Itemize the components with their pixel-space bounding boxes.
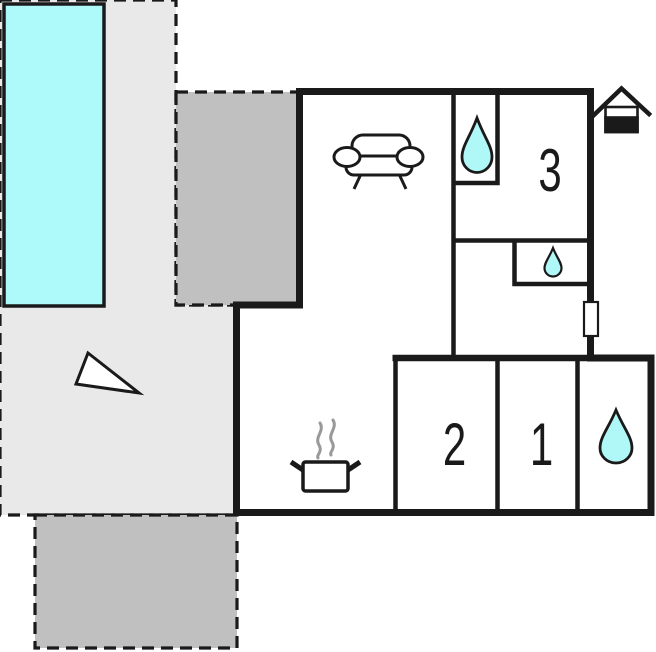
sofa-icon xyxy=(332,133,425,190)
water-drop-icon xyxy=(460,113,494,174)
north-arrow-icon xyxy=(73,350,145,396)
steam-icon xyxy=(329,418,336,457)
water-drop-icon xyxy=(543,245,563,278)
room-3-label: 3 xyxy=(538,137,561,204)
swimming-pool xyxy=(2,2,106,308)
building-outline xyxy=(233,88,655,516)
room-2-label: 2 xyxy=(443,411,466,478)
upper-terrace xyxy=(174,90,304,307)
cooking-pot-icon xyxy=(289,418,362,493)
room-1-label: 1 xyxy=(530,411,553,478)
entrance-door xyxy=(582,300,600,338)
house-icon xyxy=(590,85,653,134)
interior-walls xyxy=(393,91,591,512)
steam-icon xyxy=(316,421,323,460)
lower-terrace xyxy=(33,513,239,650)
water-drop-icon xyxy=(598,406,634,465)
